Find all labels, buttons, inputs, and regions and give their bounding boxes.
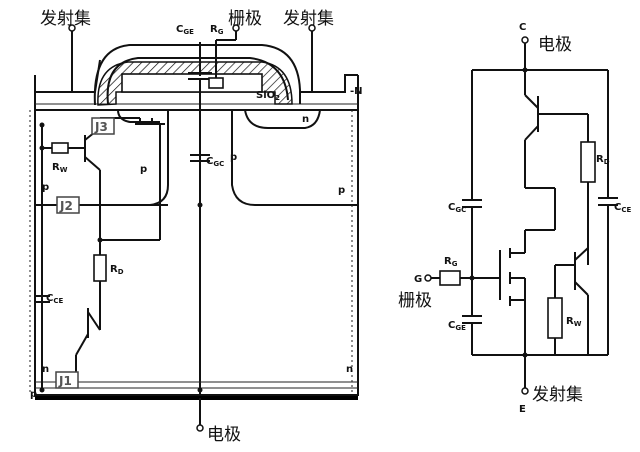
label-collector-right: 电极: [538, 35, 572, 55]
rw-resistor-left: [51, 142, 69, 154]
label-emitter-bottom-right: 发射集: [532, 385, 583, 405]
label-rg-right: RG: [444, 256, 458, 268]
pnp-r-e: [524, 94, 539, 109]
g-terminal: [424, 274, 432, 282]
equivalent-circuit: [424, 36, 618, 395]
label-j3: J3: [94, 120, 108, 134]
emitter-terminal-right: [308, 24, 316, 32]
gate-poly: [121, 73, 263, 93]
label-gate-top: 栅极: [228, 9, 262, 29]
c-terminal: [521, 36, 529, 44]
rg-resistor-right: [439, 270, 461, 286]
emitter-terminal-left: [68, 24, 76, 32]
j2-box: [56, 196, 80, 214]
npn-r-e: [574, 281, 589, 296]
label-rd-left: RD: [110, 264, 124, 276]
label-g-letter: G: [414, 274, 422, 285]
collector-terminal: [196, 424, 204, 432]
pnp-r-c: [524, 125, 539, 141]
label-emitter-left: 发射集: [40, 9, 91, 29]
label-n-bottom: n: [346, 364, 353, 375]
label-e-letter: E: [519, 404, 526, 415]
rw-resistor-right: [547, 297, 563, 339]
label-sio2: SiO2: [256, 90, 280, 102]
label-n-plus-right: -N: [350, 86, 363, 97]
gate-terminal: [232, 24, 240, 32]
e-terminal: [521, 387, 529, 395]
label-cce-left: CCE: [46, 293, 63, 305]
j3-box: [91, 117, 115, 135]
npn-emitter: [84, 156, 101, 171]
emitter-contact-left: [35, 59, 101, 93]
j1-box: [55, 371, 79, 389]
npn-r-c: [574, 247, 589, 261]
rd-resistor-right: [580, 141, 596, 183]
gate-dome: [93, 44, 301, 106]
label-cgc-left: CGC: [206, 156, 224, 168]
label-gate-right: 栅极: [398, 291, 432, 311]
label-emitter-right: 发射集: [283, 9, 334, 29]
label-rw-left: RW: [52, 162, 68, 174]
label-rd-right: RD: [596, 154, 610, 166]
node-1: [39, 122, 45, 128]
emitter-contact-right: [300, 60, 358, 93]
p-base-right: [231, 110, 358, 206]
label-n-plus-small: n: [302, 114, 309, 125]
label-j2: J2: [59, 199, 73, 213]
label-p-plus-right: p: [338, 185, 345, 196]
label-rg-top: RG: [210, 24, 224, 36]
label-p-minus-1: p: [140, 164, 147, 175]
rd-resistor-left: [93, 254, 107, 282]
label-cgc-right: CGC: [448, 202, 466, 214]
label-c-letter: C: [519, 22, 526, 33]
node-4: [39, 387, 45, 393]
label-p-bottom: p: [30, 389, 37, 400]
label-cce-right: CCE: [614, 202, 631, 214]
label-rw-right: RW: [566, 316, 582, 328]
label-cge-right: CGE: [448, 320, 466, 332]
label-j1: J1: [58, 374, 72, 388]
cross-section: [29, 24, 359, 432]
node-6: [197, 202, 203, 208]
label-n-minus: n: [42, 364, 49, 375]
rg-resistor-top: [208, 77, 224, 89]
pnp-b: [75, 333, 89, 356]
label-p-minus-2: p: [230, 152, 237, 163]
n-plus-right: [244, 109, 321, 129]
label-p-plus-left: p: [42, 182, 49, 193]
pnp-a: [87, 311, 101, 331]
die-outline: [34, 75, 359, 396]
label-cge-top: CGE: [176, 24, 194, 36]
node-5: [197, 387, 203, 393]
label-collector-bottom: 电极: [207, 425, 241, 445]
